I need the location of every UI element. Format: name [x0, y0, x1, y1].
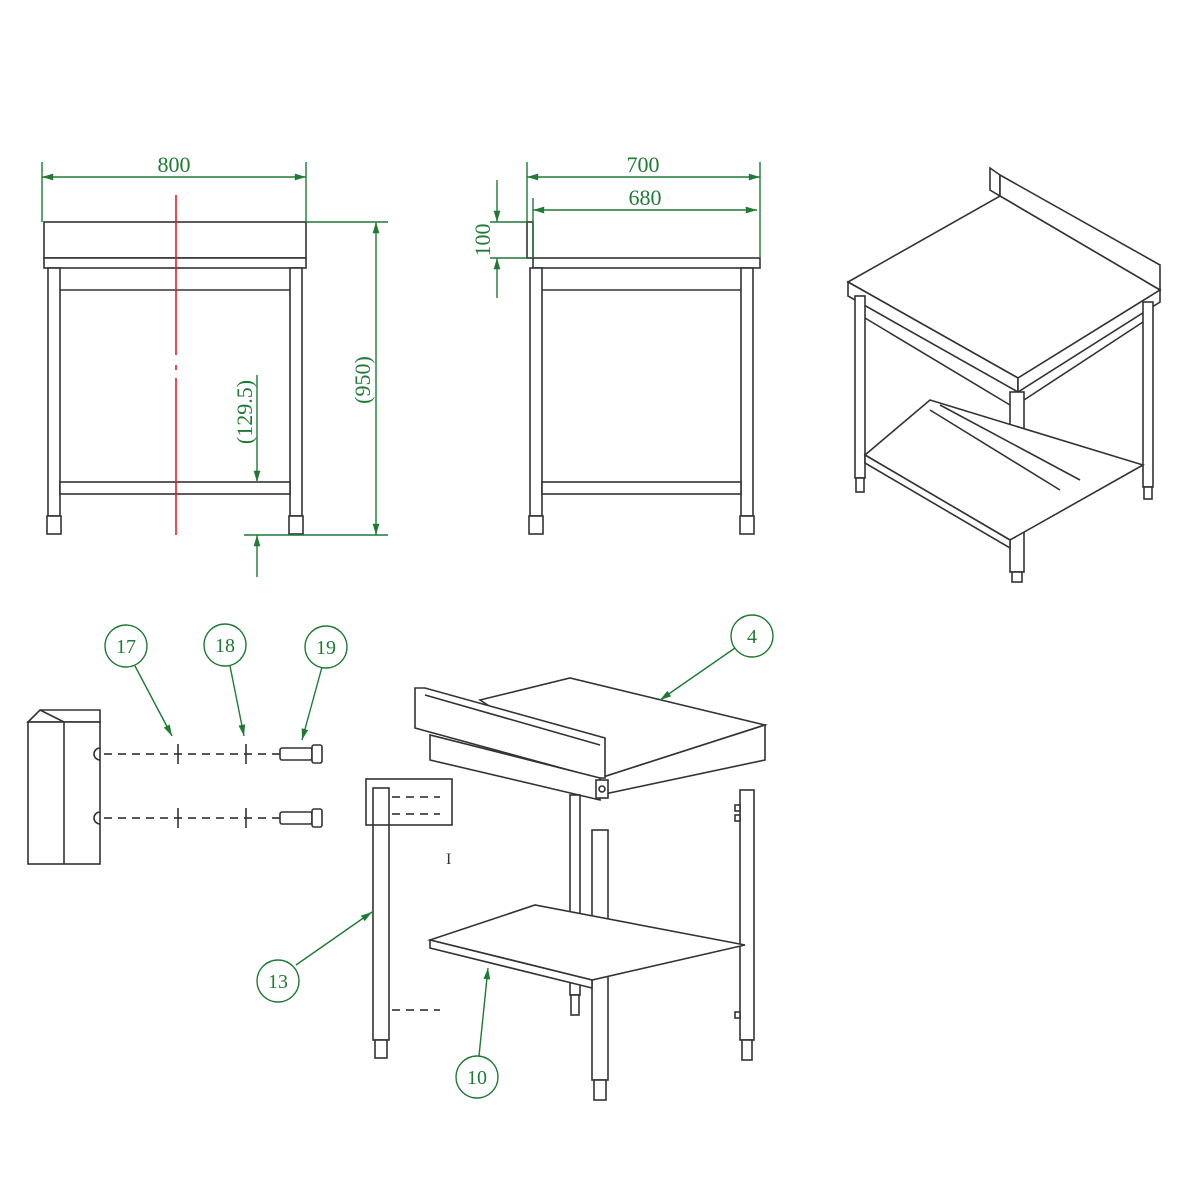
callout-17: [104, 624, 148, 668]
height-dimension: (950): [350, 356, 375, 404]
detail-label: I: [446, 851, 451, 868]
svg-text:19: 19: [316, 637, 336, 659]
depth-dimension: 700: [627, 152, 660, 177]
callout-18: [203, 623, 247, 667]
svg-text:4: 4: [747, 626, 757, 648]
shelf-height-dimension: (129.5): [232, 380, 257, 444]
callout-4: [730, 614, 774, 658]
leg-bolt-detail: [26, 709, 323, 865]
svg-text:13: 13: [268, 971, 288, 993]
callout-19: [304, 625, 348, 669]
callouts: 17 18 19 4 13 10: [104, 614, 774, 1099]
svg-text:18: 18: [215, 635, 235, 657]
isometric-view: [846, 166, 1162, 583]
front-view: 800 (950) (129.5): [41, 152, 388, 577]
svg-text:10: 10: [467, 1067, 487, 1089]
exploded-view: I: [365, 677, 768, 1101]
svg-text:17: 17: [116, 636, 136, 658]
callout-13: [256, 959, 300, 1003]
inner-depth-dimension: 680: [629, 185, 662, 210]
callout-10: [455, 1055, 499, 1099]
width-dimension: 800: [158, 152, 191, 177]
splash-dimension: 100: [470, 224, 495, 257]
side-view: 700 680 100: [470, 152, 761, 535]
